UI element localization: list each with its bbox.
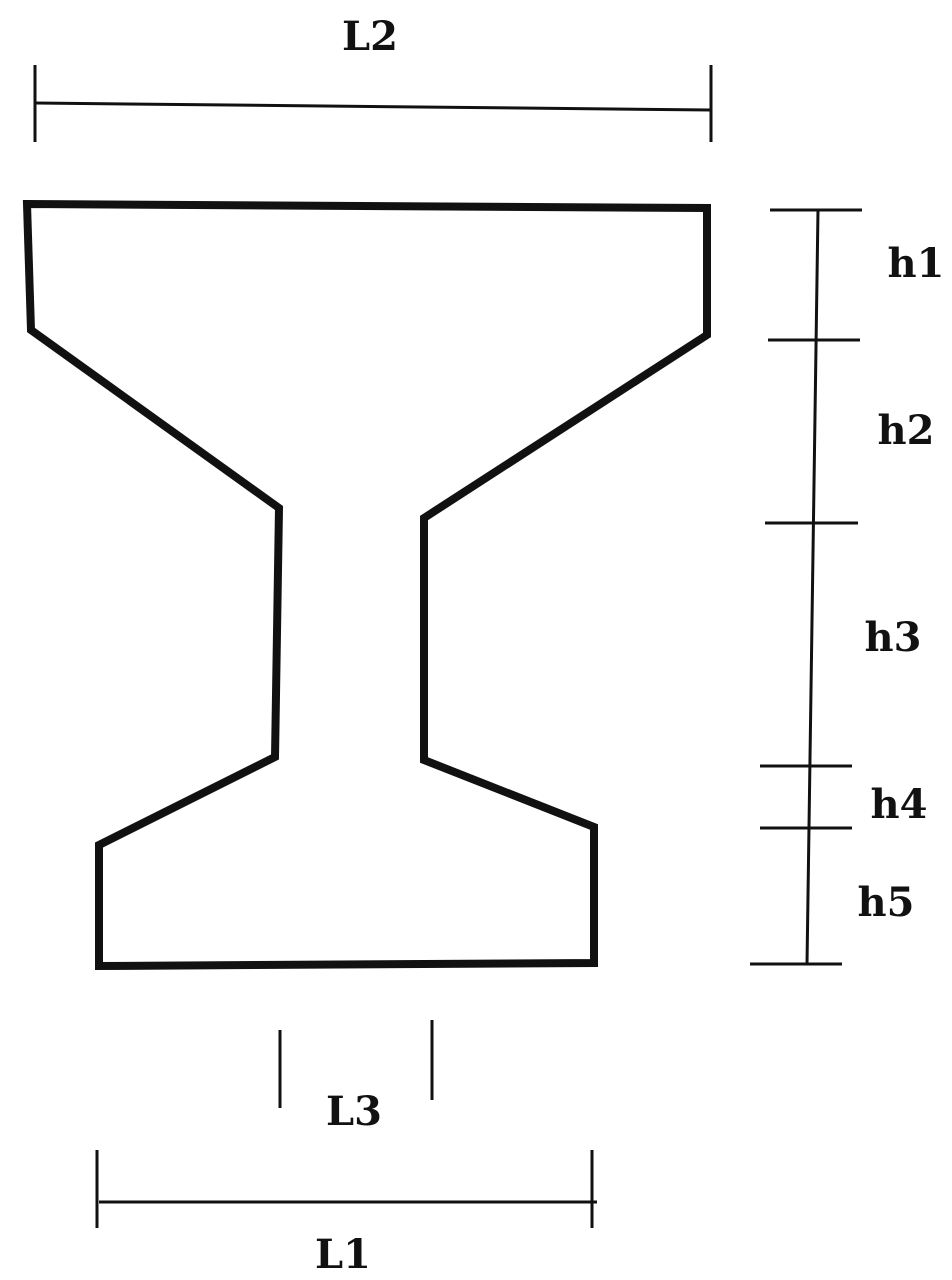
label-h5: h5 [858, 879, 915, 926]
label-h4: h4 [871, 781, 928, 828]
label-L3: L3 [326, 1088, 382, 1135]
dimension-L2-line [34, 101, 712, 112]
label-h1: h1 [888, 240, 945, 287]
label-h3: h3 [865, 614, 922, 661]
beam-outline [22, 199, 711, 971]
dimension-heights [750, 208, 862, 966]
dimension-L1 [95, 1150, 597, 1228]
dimension-L2 [33, 65, 713, 142]
label-L1: L1 [315, 1231, 371, 1278]
label-L2: L2 [342, 13, 398, 60]
dimension-heights-line [805, 209, 820, 965]
dimension-L3 [278, 1020, 434, 1108]
label-h2: h2 [878, 407, 935, 454]
